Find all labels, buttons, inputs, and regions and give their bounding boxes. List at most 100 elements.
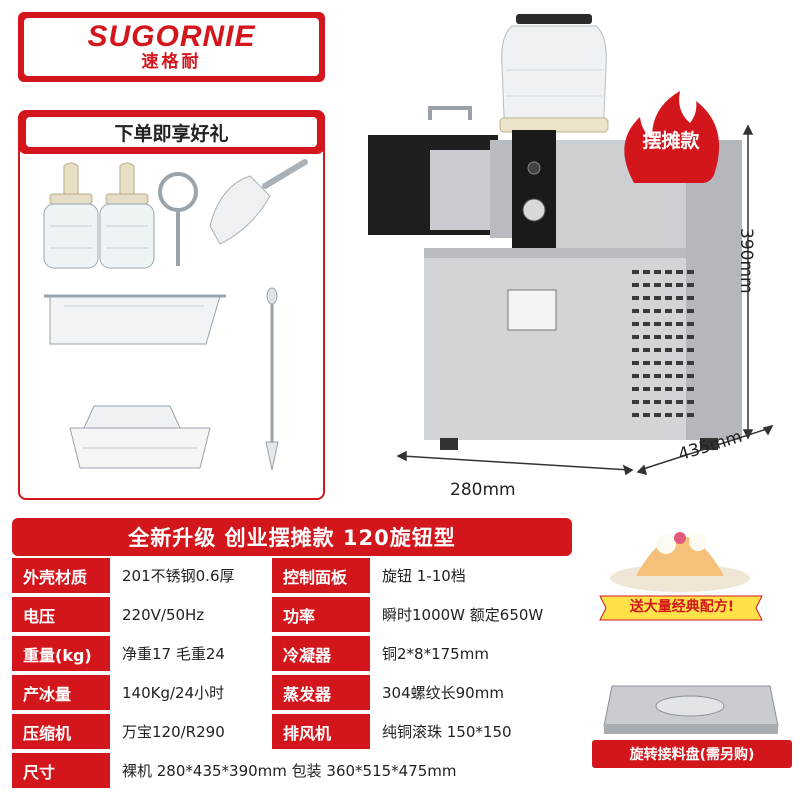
vent-slot: [665, 348, 672, 352]
spec-label: 压缩机: [12, 714, 110, 749]
spec-value: 220V/50Hz: [112, 597, 270, 632]
ice-scoop-icon: [209, 159, 308, 245]
spec-title: 全新升级 创业摆摊款 120旋钮型: [12, 518, 572, 556]
spec-row: 尺寸裸机 280*435*390mm 包装 360*515*475mm: [12, 751, 572, 790]
vent-slot: [643, 270, 650, 274]
gift-title-bar: 下单即享好礼: [18, 110, 325, 154]
vent-slot: [665, 270, 672, 274]
rotary-tray-label: 旋转接料盘(需另购): [592, 740, 792, 768]
vent-slot: [687, 400, 694, 404]
vent-slot: [665, 335, 672, 339]
vent-slot: [632, 387, 639, 391]
vent-slot: [676, 374, 683, 378]
gift-title: 下单即享好礼: [26, 117, 317, 147]
spec-value: 纯铜滚珠 150*150: [372, 714, 572, 749]
vent-slot: [632, 374, 639, 378]
vent-slot: [632, 322, 639, 326]
spec-label: 尺寸: [12, 753, 110, 788]
bottle-icon: [99, 162, 155, 269]
vent-slot: [654, 387, 661, 391]
spec-label: 功率: [272, 597, 370, 632]
vent-slot: [676, 400, 683, 404]
dimension-lines: [396, 124, 774, 476]
vent-slot: [676, 296, 683, 300]
badge-label: 摆摊款: [642, 130, 700, 152]
dessert-image: [600, 526, 760, 596]
machine-body: [424, 140, 742, 450]
vent-slot: [665, 296, 672, 300]
storage-tray-icon: [44, 294, 226, 345]
vent-slot: [687, 387, 694, 391]
vent-slot: [676, 348, 683, 352]
vent-slot: [665, 387, 672, 391]
vent-slot: [687, 348, 694, 352]
vent-slot: [676, 413, 683, 417]
drip-tray-icon: [69, 405, 211, 469]
motor-housing: [368, 106, 512, 238]
vent-slot: [687, 296, 694, 300]
brand-name-cn: 速格耐: [141, 52, 202, 72]
vent-slot: [654, 413, 661, 417]
gift-panel: 下单即享好礼: [18, 110, 325, 500]
knob-icon: [522, 198, 546, 222]
spec-label: 重量(kg): [12, 636, 110, 671]
spec-label: 控制面板: [272, 558, 370, 593]
vent-slot: [654, 361, 661, 365]
wrench-icon: [158, 172, 198, 266]
recipe-promo: 送大量经典配方!: [629, 599, 735, 615]
water-bottle-icon: [499, 14, 609, 133]
vent-slot: [665, 309, 672, 313]
spec-value: 旋钮 1-10档: [372, 558, 572, 593]
dimension-width: 280mm: [450, 480, 516, 500]
spec-label: 外壳材质: [12, 558, 110, 593]
dimension-height: 390mm: [736, 228, 756, 294]
spec-label: 电压: [12, 597, 110, 632]
vent-slot: [643, 400, 650, 404]
recipe-banner: [599, 595, 763, 621]
spec-label: 产冰量: [12, 675, 110, 710]
vent-slot: [632, 361, 639, 365]
vent-slot: [676, 335, 683, 339]
vent-slot: [676, 361, 683, 365]
vent-slot: [632, 270, 639, 274]
long-spoon-icon: [265, 287, 279, 471]
vent-slot: [687, 361, 694, 365]
spec-value: 铜2*8*175mm: [372, 636, 572, 671]
vent-slot: [676, 270, 683, 274]
vent-slot: [687, 309, 694, 313]
vent-slot: [654, 335, 661, 339]
vent-slot: [643, 296, 650, 300]
vent-slot: [632, 309, 639, 313]
vent-slot: [687, 374, 694, 378]
power-switch-icon: [527, 161, 541, 175]
vent-slot: [665, 400, 672, 404]
gift-items-illustration: [43, 159, 308, 471]
vent-slot: [676, 322, 683, 326]
spec-label: 排风机: [272, 714, 370, 749]
warning-label: [507, 289, 557, 331]
vent-slot: [643, 309, 650, 313]
vent-slot: [676, 283, 683, 287]
vent-slot: [643, 413, 650, 417]
bottle-icon: [43, 162, 99, 269]
vent-slot: [687, 413, 694, 417]
vent-slot: [632, 296, 639, 300]
vent-slot: [643, 283, 650, 287]
vent-slot: [643, 361, 650, 365]
spec-value: 万宝120/R290: [112, 714, 270, 749]
vent-slot: [687, 335, 694, 339]
vent-slot: [687, 283, 694, 287]
vent-slot: [665, 374, 672, 378]
vent-slot: [643, 322, 650, 326]
vent-slot: [665, 322, 672, 326]
spec-value: 瞬时1000W 额定650W: [372, 597, 572, 632]
spec-value: 201不锈钢0.6厚: [112, 558, 270, 593]
rotary-tray-image: [600, 676, 782, 738]
vent-slot: [654, 322, 661, 326]
spec-value: 裸机 280*435*390mm 包装 360*515*475mm: [112, 753, 572, 788]
vent-slot: [676, 309, 683, 313]
